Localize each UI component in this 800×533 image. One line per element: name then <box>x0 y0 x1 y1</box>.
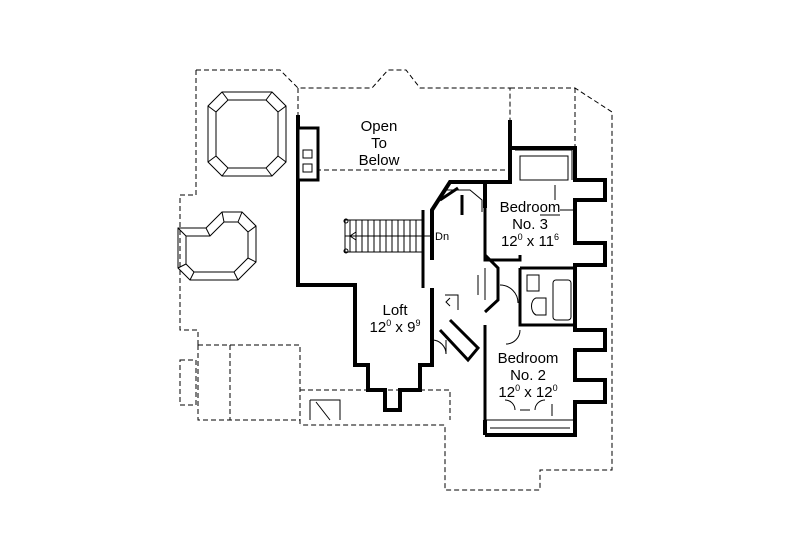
skylight-octagon-top <box>207 91 287 177</box>
stair <box>343 210 430 288</box>
bath <box>499 266 575 345</box>
bedroom-2-name: Bedroom <box>497 350 559 367</box>
bedroom-3-name: Bedroom <box>499 199 561 216</box>
open-line-1: Open <box>360 118 398 135</box>
bedroom-2-label: Bedroom No. 2 120 x 120 <box>486 350 570 401</box>
loft-door <box>431 339 447 355</box>
bedroom-3-walls <box>483 149 575 262</box>
bedroom-3-dimensions: 120 x 116 <box>500 232 560 251</box>
bedroom-3-number: No. 3 <box>512 216 548 233</box>
loft-label: Loft 120 x 99 <box>360 302 430 336</box>
stair-down-label: Dn <box>435 231 450 243</box>
open-line-2: To <box>371 135 387 152</box>
porch-details <box>309 399 341 421</box>
bedroom-2-walls <box>483 325 575 429</box>
loft-dimensions: 120 x 99 <box>369 318 421 337</box>
bedroom-3-label: Bedroom No. 3 120 x 116 <box>488 199 572 250</box>
loft-name: Loft <box>382 302 408 319</box>
fireplace <box>296 126 320 182</box>
open-line-3: Below <box>358 152 400 169</box>
bedroom-2-dimensions: 120 x 120 <box>498 383 558 402</box>
bedroom-2-number: No. 2 <box>510 367 546 384</box>
skylight-angled-left <box>177 211 257 281</box>
exterior-walls <box>296 115 607 437</box>
open-to-below-label: Open To Below <box>344 118 414 169</box>
roof-outline-dashed <box>179 69 613 491</box>
